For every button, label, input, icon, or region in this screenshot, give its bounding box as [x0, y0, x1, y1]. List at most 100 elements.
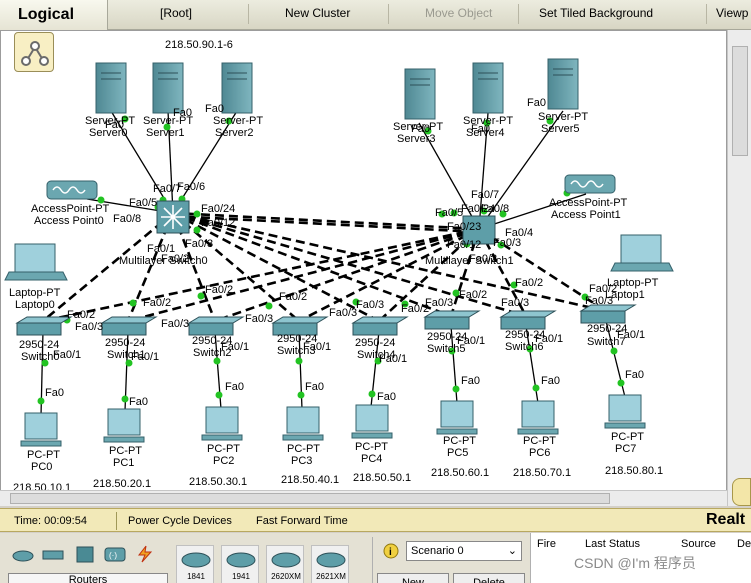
realtime-mode-label[interactable]: Realt [706, 511, 746, 528]
column-header-last-status[interactable]: Last Status [585, 538, 641, 550]
device-category-label: Routers [8, 573, 168, 583]
connections-category-icon[interactable] [134, 545, 156, 563]
switch-category-icon[interactable] [42, 545, 64, 563]
switch1-icon[interactable] [100, 316, 158, 336]
link-server5 [478, 110, 564, 230]
network-canvas[interactable]: 218.50.90.1-6 Server-PT Server0 Server-P… [0, 30, 727, 506]
link-ap1 [478, 193, 587, 230]
server3-icon[interactable] [404, 68, 436, 120]
power-cycle-devices-button[interactable]: Power Cycle Devices [128, 515, 232, 527]
port-label: Fa0/3 [585, 295, 614, 307]
link-up-dot [448, 347, 456, 355]
watermark: CSDN @I'm 程序员 [574, 555, 696, 571]
viewport-toggle-icon[interactable] [732, 478, 751, 506]
multilayer-switch1-icon[interactable] [462, 215, 496, 245]
port-label: Fa0/2 [67, 309, 96, 321]
pc4-type: PC-PT [355, 441, 388, 453]
logical-view-icon[interactable] [14, 32, 54, 72]
server0-type: Server-PT [85, 115, 136, 127]
device-panel: (·) Routers 1841 1941 2620XM 2621XM i Sc… [0, 533, 751, 583]
viewport-button[interactable]: Viewp [716, 6, 749, 20]
pc7-icon[interactable] [604, 394, 646, 429]
access-point0-icon[interactable] [46, 180, 98, 200]
pc5-name: PC5 [447, 447, 469, 459]
port-label: Fa0/2 [143, 297, 172, 309]
pc1-ip: 218.50.20.1 [93, 478, 152, 490]
pc2-icon[interactable] [201, 406, 243, 441]
access-point1-name: Access Point1 [551, 209, 621, 221]
vertical-scroll-thumb[interactable] [732, 46, 748, 156]
pc1-type: PC-PT [109, 445, 142, 457]
pc6-ip: 218.50.70.1 [513, 467, 572, 479]
port-label: Fa0 [305, 381, 324, 393]
router-1841-tile[interactable]: 1841 [176, 545, 214, 583]
router-2621xm-tile[interactable]: 2621XM [311, 545, 349, 583]
switch5-model: 2950-24 [427, 331, 468, 343]
server1-icon[interactable] [152, 62, 184, 114]
info-icon[interactable]: i [383, 543, 399, 562]
set-tiled-background-button[interactable]: Set Tiled Background [539, 6, 654, 20]
pc5-icon[interactable] [436, 400, 478, 435]
switch7-icon[interactable] [579, 304, 637, 324]
link-up-dot [368, 390, 376, 398]
server2-icon[interactable] [221, 62, 253, 114]
port-label: Fa0/6 [177, 181, 206, 193]
link-up-dot [193, 210, 201, 218]
new-scenario-button[interactable]: New [377, 573, 449, 583]
access-point1-icon[interactable] [564, 174, 616, 194]
new-cluster-button[interactable]: New Cluster [285, 6, 351, 20]
switch2-icon[interactable] [187, 316, 245, 336]
pc0-icon[interactable] [20, 412, 62, 447]
horizontal-scrollbar[interactable] [0, 490, 727, 506]
link-up-dot [617, 379, 625, 387]
column-header-fire[interactable]: Fire [537, 538, 556, 550]
router-2620xm-tile[interactable]: 2620XM [266, 545, 304, 583]
switch0-icon[interactable] [15, 316, 73, 336]
switch5-icon[interactable] [423, 310, 481, 330]
move-object-button[interactable]: Move Object [425, 6, 493, 20]
horizontal-scroll-thumb[interactable] [10, 493, 610, 504]
vertical-scrollbar[interactable] [727, 30, 751, 506]
port-label: Fa0/2 [401, 303, 430, 315]
pc6-icon[interactable] [517, 400, 559, 435]
port-label: Fa0 [541, 375, 560, 387]
port-label: Fa0/2 [279, 291, 308, 303]
port-label: Fa0/1 [53, 349, 82, 361]
router-model-label: 1941 [232, 572, 250, 581]
server4-icon[interactable] [472, 62, 504, 114]
router-1941-tile[interactable]: 1941 [221, 545, 259, 583]
hub-category-icon[interactable] [74, 545, 96, 563]
server3-type: Server-PT [393, 121, 444, 133]
switch4-icon[interactable] [351, 316, 409, 336]
pc3-icon[interactable] [282, 406, 324, 441]
link-ms1-switch3 [298, 227, 480, 323]
switch2-name: Switch2 [193, 347, 232, 359]
link-up-dot [265, 302, 273, 310]
laptop0-icon[interactable] [4, 243, 68, 281]
port-label: Fa0/5 [435, 207, 464, 219]
column-header-destination[interactable]: De [737, 538, 751, 550]
root-button[interactable]: [Root] [160, 6, 193, 20]
link-up-dot [532, 384, 540, 392]
port-label: Fa0/3 [329, 307, 358, 319]
wireless-category-icon[interactable]: (·) [104, 545, 126, 563]
server5-icon[interactable] [547, 58, 579, 110]
switch7-model: 2950-24 [587, 323, 628, 335]
multilayer-switch0-icon[interactable] [156, 200, 190, 234]
laptop1-name: Laptop1 [605, 289, 645, 301]
laptop1-icon[interactable] [610, 234, 674, 272]
chevron-down-icon: ⌄ [507, 545, 517, 557]
switch6-icon[interactable] [499, 310, 557, 330]
delete-scenario-button[interactable]: Delete [453, 573, 525, 583]
router-category-icon[interactable] [12, 545, 34, 563]
column-header-source[interactable]: Source [681, 538, 716, 550]
switch3-icon[interactable] [271, 316, 329, 336]
scenario-select[interactable]: Scenario 0 ⌄ [406, 541, 522, 561]
logical-workspace-tab[interactable]: Logical [0, 0, 108, 30]
fast-forward-time-button[interactable]: Fast Forward Time [256, 515, 348, 527]
pc1-icon[interactable] [103, 408, 145, 443]
switch6-model: 2950-24 [505, 329, 546, 341]
server0-icon[interactable] [95, 62, 127, 114]
port-label: Fa0/3 [161, 318, 190, 330]
pc4-icon[interactable] [351, 404, 393, 439]
